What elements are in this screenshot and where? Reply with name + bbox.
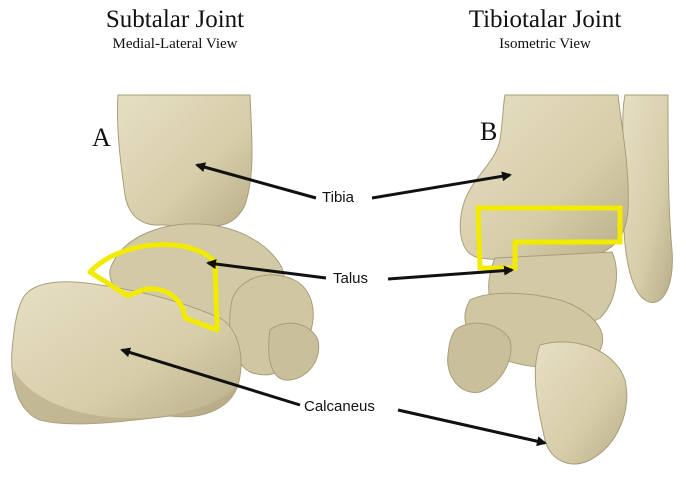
panel-a-bones [12, 95, 319, 424]
panel-b-letter: B [480, 117, 497, 147]
fibula-b-bone [623, 95, 673, 303]
cuboid-b-bone [448, 323, 511, 392]
talus-label: Talus [333, 270, 368, 287]
calcaneus-b-bone [535, 342, 626, 464]
tibia-a-bone [117, 95, 252, 228]
tibia-label: Tibia [322, 189, 354, 206]
calcaneus-label: Calcaneus [304, 398, 375, 415]
calcaneus-arrow-b [398, 410, 545, 443]
cuboid-a-bone [269, 323, 319, 380]
panel-b-bones [448, 95, 673, 464]
panel-a-letter: A [92, 123, 111, 153]
